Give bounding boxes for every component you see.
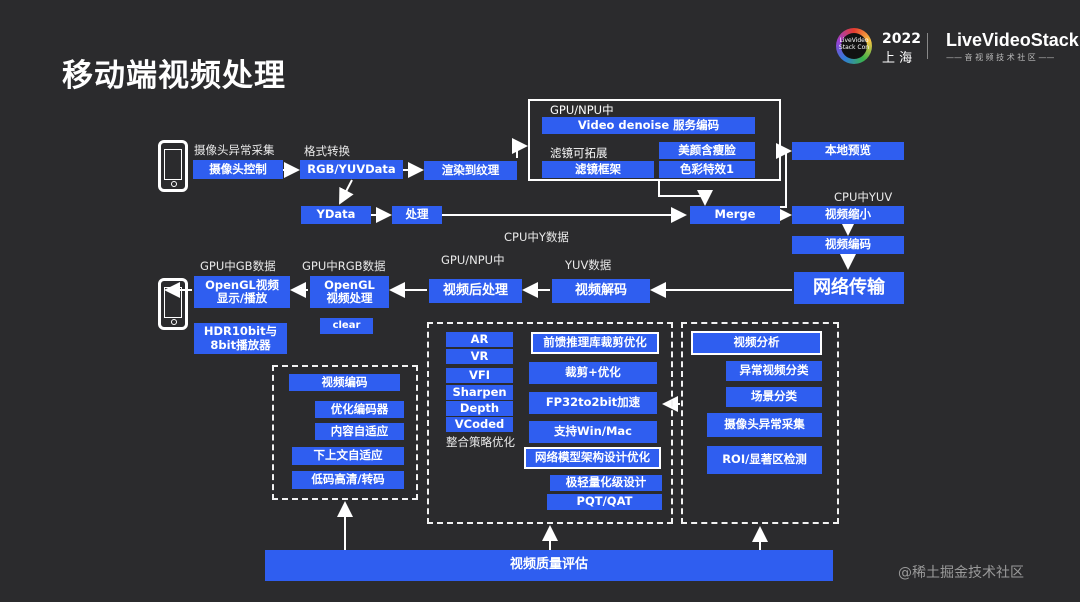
box-color-effect: 色彩特效1 xyxy=(659,161,755,178)
encode-item: 视频编码 xyxy=(289,374,400,391)
label-gpu-npu-top: GPU/NPU中 xyxy=(550,103,614,117)
gpu-npu-group xyxy=(528,99,781,181)
box-opengl-display: OpenGL视频 显示/播放 xyxy=(194,276,290,308)
encode-item: 低码高清/转码 xyxy=(292,471,404,489)
algo-item: Depth xyxy=(446,401,513,416)
algo-opt-item: 前馈推理库裁剪优化 xyxy=(531,332,659,354)
label-yuv-data: YUV数据 xyxy=(565,258,612,272)
algorithm-group xyxy=(427,322,673,524)
box-local-preview: 本地预览 xyxy=(792,142,904,160)
brand-subtitle: —— 音 视 频 技 术 社 区 —— xyxy=(946,53,1055,62)
analysis-item: 异常视频分类 xyxy=(726,361,822,381)
box-filter-frame: 滤镜框架 xyxy=(542,161,654,178)
algo-opt-item: PQT/QAT xyxy=(547,494,662,510)
analysis-item: ROI/显著区检测 xyxy=(707,446,822,474)
algo-opt-item: 裁剪+优化 xyxy=(529,362,657,384)
arrow-rgb-to-ydata xyxy=(339,179,354,205)
box-hdr-player: HDR10bit与 8bit播放器 xyxy=(194,323,287,354)
analysis-group xyxy=(681,322,839,524)
box-opengl-process: OpenGL 视频处理 xyxy=(310,276,389,308)
algo-item: VR xyxy=(446,349,513,364)
watermark: @稀土掘金技术社区 xyxy=(898,565,1024,581)
label-cpu-y-data: CPU中Y数据 xyxy=(504,230,569,244)
box-process: 处理 xyxy=(392,206,442,224)
analysis-item: 摄像头异常采集 xyxy=(707,413,822,437)
arrow-gpu-to-merge xyxy=(658,179,713,206)
page-title: 移动端视频处理 xyxy=(62,58,286,94)
label-capture-anomaly: 摄像头异常采集 xyxy=(194,143,275,157)
box-quality-eval: 视频质量评估 xyxy=(265,550,833,581)
algo-opt-item: 极轻量化级设计 xyxy=(550,475,662,491)
encode-item: 内容自适应 xyxy=(315,423,404,440)
label-cpu-yuv: CPU中YUV xyxy=(834,190,893,204)
phone-icon xyxy=(158,140,188,192)
brand-name: LiveVideoStack xyxy=(946,30,1079,50)
box-ydata: YData xyxy=(301,206,371,224)
algo-item: AR xyxy=(446,332,513,347)
analysis-item: 视频分析 xyxy=(691,331,822,355)
algo-opt-item: 网络模型架构设计优化 xyxy=(524,447,661,469)
box-merge: Merge xyxy=(690,206,780,224)
box-video-denoise: Video denoise 服务编码 xyxy=(542,117,755,134)
algo-opt-item: 支持Win/Mac xyxy=(529,421,657,443)
box-clear: clear xyxy=(320,318,373,334)
label-gpu-npu-mid: GPU/NPU中 xyxy=(441,253,505,267)
label-gpu-rgb: GPU中RGB数据 xyxy=(302,259,386,273)
conference-logo: LiveVideo Stack Con xyxy=(836,28,872,64)
box-rgb-yuv-data: RGB/YUVData xyxy=(300,160,403,179)
algo-item: VFI xyxy=(446,368,513,383)
box-camera-control: 摄像头控制 xyxy=(193,160,283,179)
algo-item: Sharpen xyxy=(446,385,513,400)
box-video-decode: 视频解码 xyxy=(552,279,650,303)
encode-group xyxy=(272,365,418,500)
analysis-item: 场景分类 xyxy=(726,387,822,407)
algo-opt-item: FP32to2bit加速 xyxy=(529,392,657,414)
label-strategy: 整合策略优化 xyxy=(446,435,515,449)
box-render-to-texture: 渲染到纹理 xyxy=(424,161,517,180)
box-network-transfer: 网络传输 xyxy=(794,272,904,304)
box-beauty: 美颜含瘦脸 xyxy=(659,142,755,159)
label-format-convert: 格式转换 xyxy=(304,144,350,158)
encode-item: 优化编码器 xyxy=(315,401,404,418)
conference-city: 上 海 xyxy=(882,51,913,66)
box-post-process: 视频后处理 xyxy=(429,279,522,303)
box-video-scale: 视频缩小 xyxy=(792,206,904,224)
encode-item: 下上文自适应 xyxy=(292,447,404,465)
phone-icon xyxy=(158,278,188,330)
arrow-merge-to-preview xyxy=(776,143,792,208)
label-gpu-gb: GPU中GB数据 xyxy=(200,259,276,273)
box-video-encode: 视频编码 xyxy=(792,236,904,254)
algo-item: VCoded xyxy=(446,417,513,432)
conference-badge-text: LiveVideo Stack Con xyxy=(838,37,870,51)
label-filter-ext: 滤镜可拓展 xyxy=(550,146,608,160)
header-divider xyxy=(927,33,928,59)
arrow-render-to-gpu xyxy=(512,138,528,158)
conference-year: 2022 xyxy=(882,31,921,47)
